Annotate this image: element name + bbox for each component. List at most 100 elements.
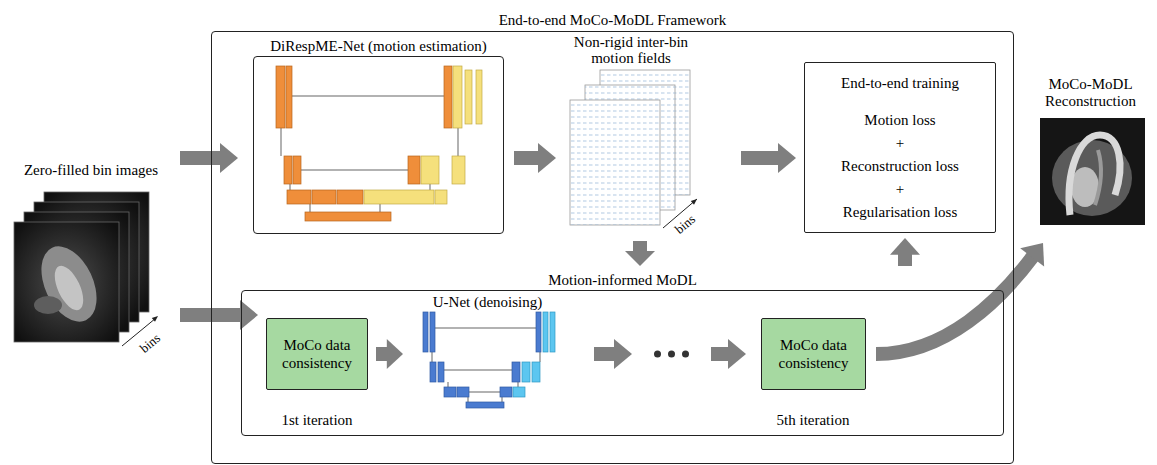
unet-drawing [423,312,555,408]
motion-network-drawing [380,204,381,212]
label-text: bins [673,212,698,236]
label-text: 1st iteration [267,412,367,429]
motion-network-drawing [453,66,462,128]
network-block: U-Net (denoising) [406,293,569,413]
motion-field-stack [691,199,697,205]
motion-network-drawing [452,156,465,184]
arrow-shaft [180,151,221,165]
arrow-shaft [741,151,779,165]
motion-network-drawing [281,128,282,156]
arrow-head [778,143,796,173]
text-stack: MoCo data consistency [267,319,367,389]
heading-text: Motion-informed MoDL [241,270,1004,290]
flow-arrow [741,143,796,173]
motion-network-drawing [408,156,420,184]
text-stack: MoCo data consistency [762,319,865,389]
motion-network-drawing [276,66,482,221]
unet-drawing [500,387,512,397]
heading-text: U-Net (denoising) [406,293,569,312]
arrow-head [1020,243,1044,266]
image-stack: Zero-filled bin imagesbins [10,158,172,358]
reconstruction-image [1040,118,1145,225]
unet-drawing [430,312,435,352]
arrow-shaft [898,254,912,266]
mr-image-stack [152,316,158,322]
unet-drawing [457,387,469,397]
flow-arrow [890,238,920,266]
motion-network-drawing [287,190,311,204]
unet-drawing [435,328,536,329]
unet-drawing [550,312,555,352]
process-box: MoCo data consistency [266,318,368,390]
unet-drawing [540,352,541,362]
output-image: MoCo-MoDL Reconstruction [1033,76,1148,228]
mr-image-stack [30,238,107,331]
motion-network-drawing [286,66,292,128]
arrow-head [240,300,258,330]
process-box: MoCo data consistency [761,318,866,390]
heading-text: DiRespME-Net (motion estimation) [253,37,504,56]
label-text: MoCo data consistency [768,336,859,372]
mr-image-stack [34,296,62,314]
motion-network-drawing [476,70,482,124]
arrow-shaft [594,347,615,361]
heading-text: End-to-end MoCo-MoDL Framework [211,9,1014,31]
motion-field-stack: Non-rigid inter-bin motion fields bins [561,34,701,237]
flow-arrow [625,241,655,266]
mr-image-stack [14,222,119,342]
unet-drawing [444,370,512,371]
label-text: MoCo-MoDL Reconstruction [1033,76,1148,110]
motion-network-drawing [284,156,292,184]
arrow-head [387,339,403,369]
unet-drawing [502,397,503,402]
reconstruction-image [1095,150,1101,205]
label-text: + [896,178,904,201]
motion-network-drawing [312,190,336,204]
label-text: Motion loss [864,109,935,132]
arrow-head [890,238,920,255]
arrow-shaft [876,257,1033,354]
frame-border [253,56,504,234]
mr-image-stack [14,192,158,346]
flow-arrow [180,143,238,173]
unet-drawing [522,362,530,382]
motion-network-drawing [430,184,431,190]
flow-arrow [594,339,746,369]
label-text: + [896,132,904,155]
motion-field-stack [570,100,660,225]
loss-box: End-to-end trainingMotion loss+Reconstru… [804,62,996,233]
mr-image-stack [14,222,119,342]
label-text: Non-rigid inter-bin motion fields [561,34,701,66]
motion-network-drawing [444,66,452,128]
unet-drawing [423,312,428,352]
label-text: Regularisation loss [843,201,958,224]
label-text: Zero-filled bin images [10,162,172,179]
arrow-shaft [514,151,539,165]
unet-drawing [543,312,548,352]
unet-drawing [532,362,540,382]
unet-drawing [448,382,449,387]
flow-arrow [180,300,258,330]
motion-network-drawing [337,190,363,204]
motion-network-drawing [435,190,447,204]
text-stack: End-to-end trainingMotion loss+Reconstru… [805,63,995,232]
unet-drawing [468,397,469,402]
heading-text: End-to-end training [841,72,959,95]
ellipsis-dot [654,351,661,358]
unet-drawing [430,362,436,382]
unet-drawing [518,382,519,387]
flow-arrow [376,339,403,369]
arrow-head [538,143,556,173]
motion-network-drawing [293,156,301,184]
motion-network-drawing [421,156,439,184]
ellipsis-dot [682,351,689,358]
label-text: 5th iteration [763,412,863,429]
unet-drawing [466,402,504,408]
unet-drawing [512,362,520,382]
arrow-head [220,143,238,173]
motion-network-drawing [465,70,472,124]
label-text: MoCo data consistency [273,336,361,372]
module-frame: Motion-informed MoDL 1st iteration 5th ite… [241,270,1004,436]
arrow-head [625,251,655,266]
unet-drawing [513,387,525,397]
